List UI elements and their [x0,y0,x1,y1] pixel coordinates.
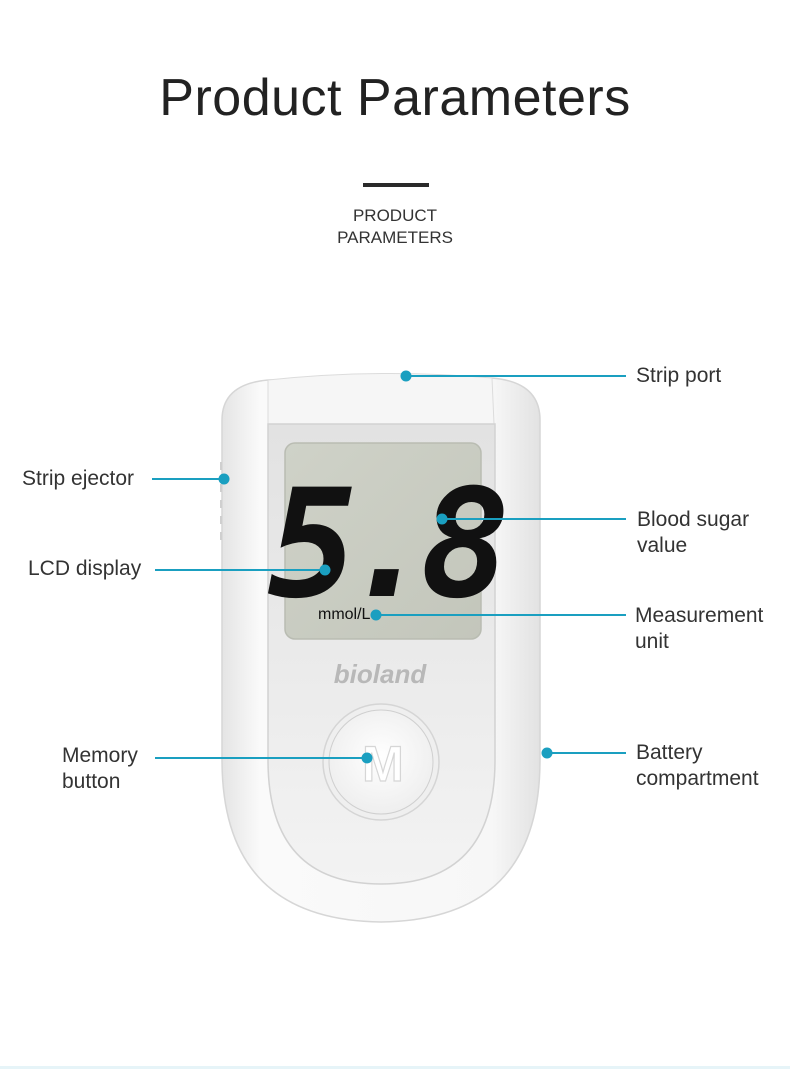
label-text: Strip ejector [22,467,135,490]
label-text-line-2: unit [635,630,669,653]
label-text-line-1: Memory [62,744,138,767]
callout-dot [319,564,331,576]
title-divider [363,183,429,187]
callout-strip-ejector [152,473,230,485]
lcd-unit: mmol/L [318,606,371,623]
label-strip-ejector: Strip ejector [22,466,134,492]
label-text-line-2: button [62,770,121,793]
callout-strip-port [400,370,626,382]
label-text-line-1: Measurement [635,604,764,627]
strip-port-cap [267,372,495,425]
callout-battery [541,747,626,759]
callout-dot [436,513,448,525]
page-subtitle: PRODUCT PARAMETERS [0,205,790,249]
lcd-screen [284,442,482,640]
label-blood-sugar: Blood sugar value [637,507,749,559]
subtitle-line-1: PRODUCT [352,206,438,225]
label-strip-port: Strip port [636,363,721,389]
lcd-reading: 5.8 [268,458,505,632]
label-text: Strip port [636,364,722,387]
page-title: Product Parameters [159,69,631,127]
callout-blood-sugar [436,513,626,525]
callout-dot [218,473,230,485]
callout-measurement-unit [370,609,626,621]
label-text-line-2: value [637,534,688,557]
callout-lcd-display [155,564,331,576]
memory-button[interactable] [328,709,434,815]
brand-logo: bioland [334,659,428,689]
label-text: LCD display [28,557,142,580]
bottom-divider [0,1066,790,1069]
label-text-line-2: compartment [636,767,759,790]
subtitle-line-2: PARAMETERS [337,228,453,247]
callout-dot [400,370,412,382]
memory-button-letter: M [362,736,404,792]
label-measurement-unit: Measurement unit [635,603,763,655]
callout-dot [541,747,553,759]
label-battery: Battery compartment [636,740,759,792]
callout-dot [370,609,382,621]
label-text-line-1: Battery [636,741,703,764]
label-lcd-display: LCD display [28,556,141,582]
label-text-line-1: Blood sugar [637,508,750,531]
label-memory-button: Memory button [62,743,138,795]
callout-memory-button [155,752,373,764]
callout-dot [361,752,373,764]
